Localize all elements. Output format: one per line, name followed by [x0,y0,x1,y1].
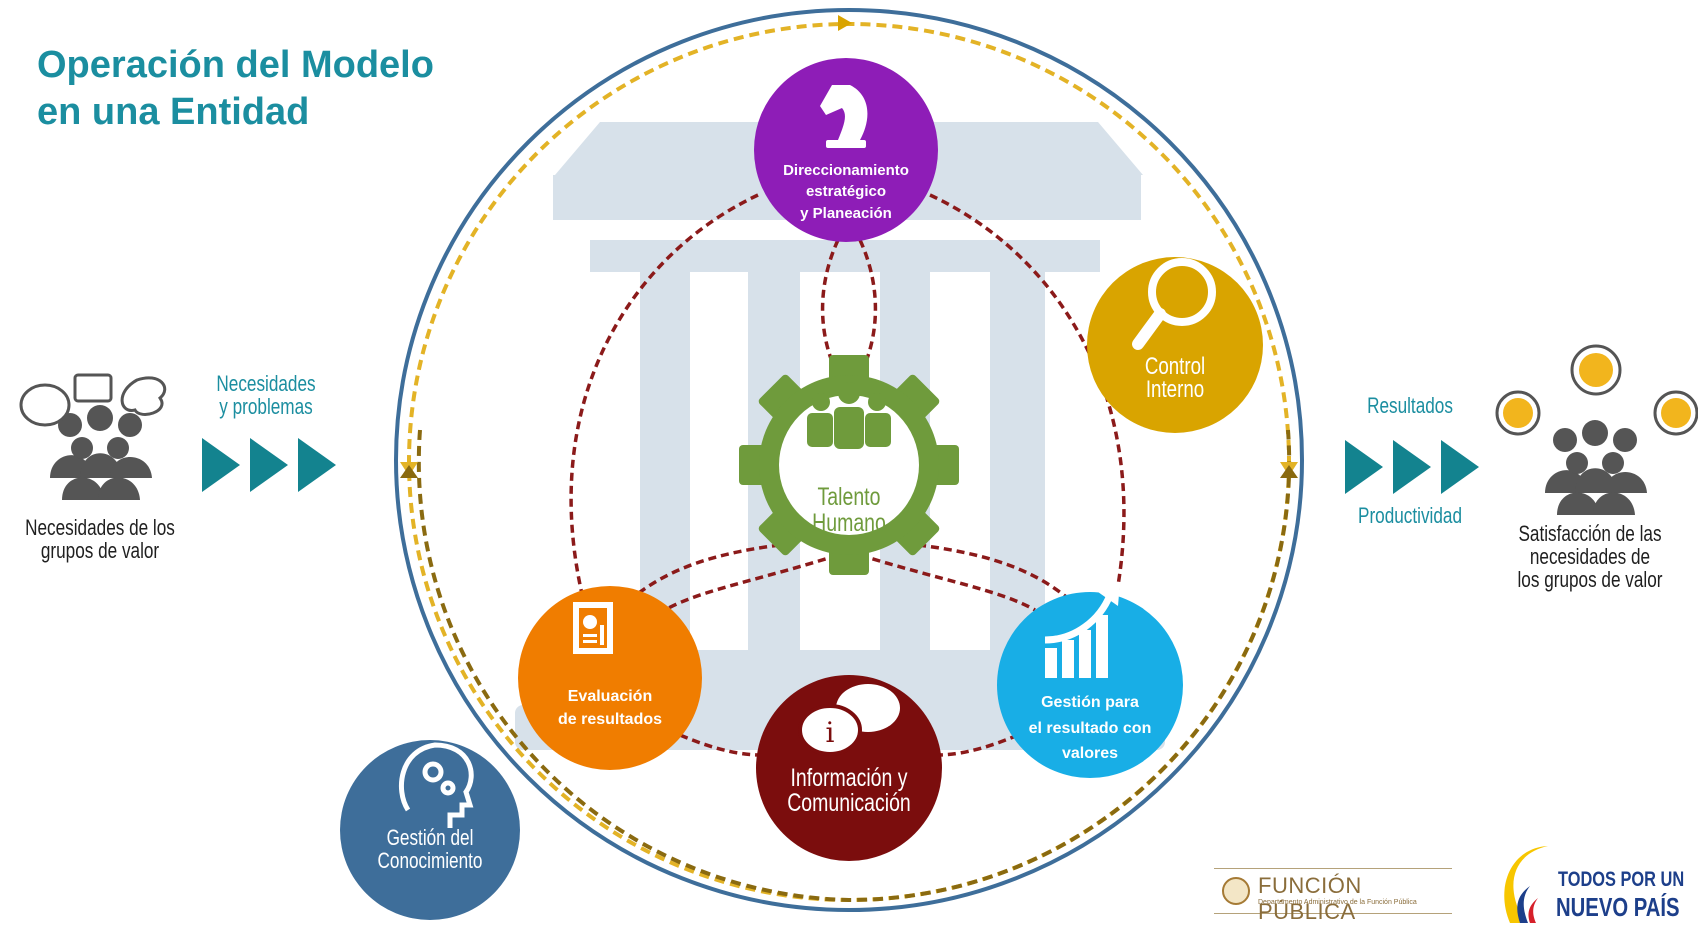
people-group-right-icon [1545,420,1647,515]
cycle-arrows [400,15,1298,478]
svg-text:i: i [826,716,835,749]
direccionamiento-label: Direccionamiento estratégico y Planeació… [783,162,909,222]
speech-bubbles-icon: i [798,684,900,756]
speech-bubbles-left-icon [19,373,167,427]
control-interno-node [1087,257,1263,433]
resultados-label: Resultados [1367,393,1453,418]
cycle-ring-lower [416,429,1292,903]
informacion-label: Información y Comunicación [787,764,911,817]
people-group-left-icon [50,405,152,500]
seal-icon [1222,877,1250,905]
report-icon [573,602,613,654]
productividad-label: Productividad [1358,503,1462,528]
magnifier-icon [1132,258,1216,350]
funcion-publica-logo: FUNCIÓN PÚBLICA Departamento Administrat… [1214,868,1452,924]
evaluacion-label: Evaluación de resultados [557,688,663,729]
flag-swoosh-icon [1504,846,1548,923]
direccionamiento-node [754,58,938,242]
necesidades-caption: Necesidades de los grupos de valor [25,515,175,564]
chess-knight-icon [820,85,868,148]
growth-chart-icon [1044,582,1120,678]
gestion-resultado-label: Gestión para el resultado con valores [1028,694,1152,763]
page-title: Operación del Modelo en una Entidad [37,42,434,136]
smiley-faces-icon [1495,344,1698,436]
gestion-resultado-node [997,592,1183,778]
conocimiento-node [340,740,520,920]
model-ring [394,8,1304,912]
control-interno-label: Control Interno [1144,353,1206,403]
talento-humano-node [739,355,959,575]
talento-humano-label: Talento Humano [812,483,886,538]
title-line-1: Operación del Modelo [37,44,434,86]
satisfaccion-caption: Satisfacción de las necesidades de los g… [1517,521,1663,593]
head-gears-icon [398,742,474,828]
arrows-right-icon [1345,440,1479,494]
title-line-2: en una Entidad [37,91,310,134]
evaluacion-node [518,586,702,770]
necesidades-arrow-label: Necesidades y problemas [216,371,316,420]
arrows-left-icon [202,438,336,492]
gobierno-logo: TODOS POR UN NUEVO PAÍS [1500,838,1698,923]
people-icon [807,382,891,449]
conocimiento-label: Gestión del Conocimiento [377,825,483,874]
